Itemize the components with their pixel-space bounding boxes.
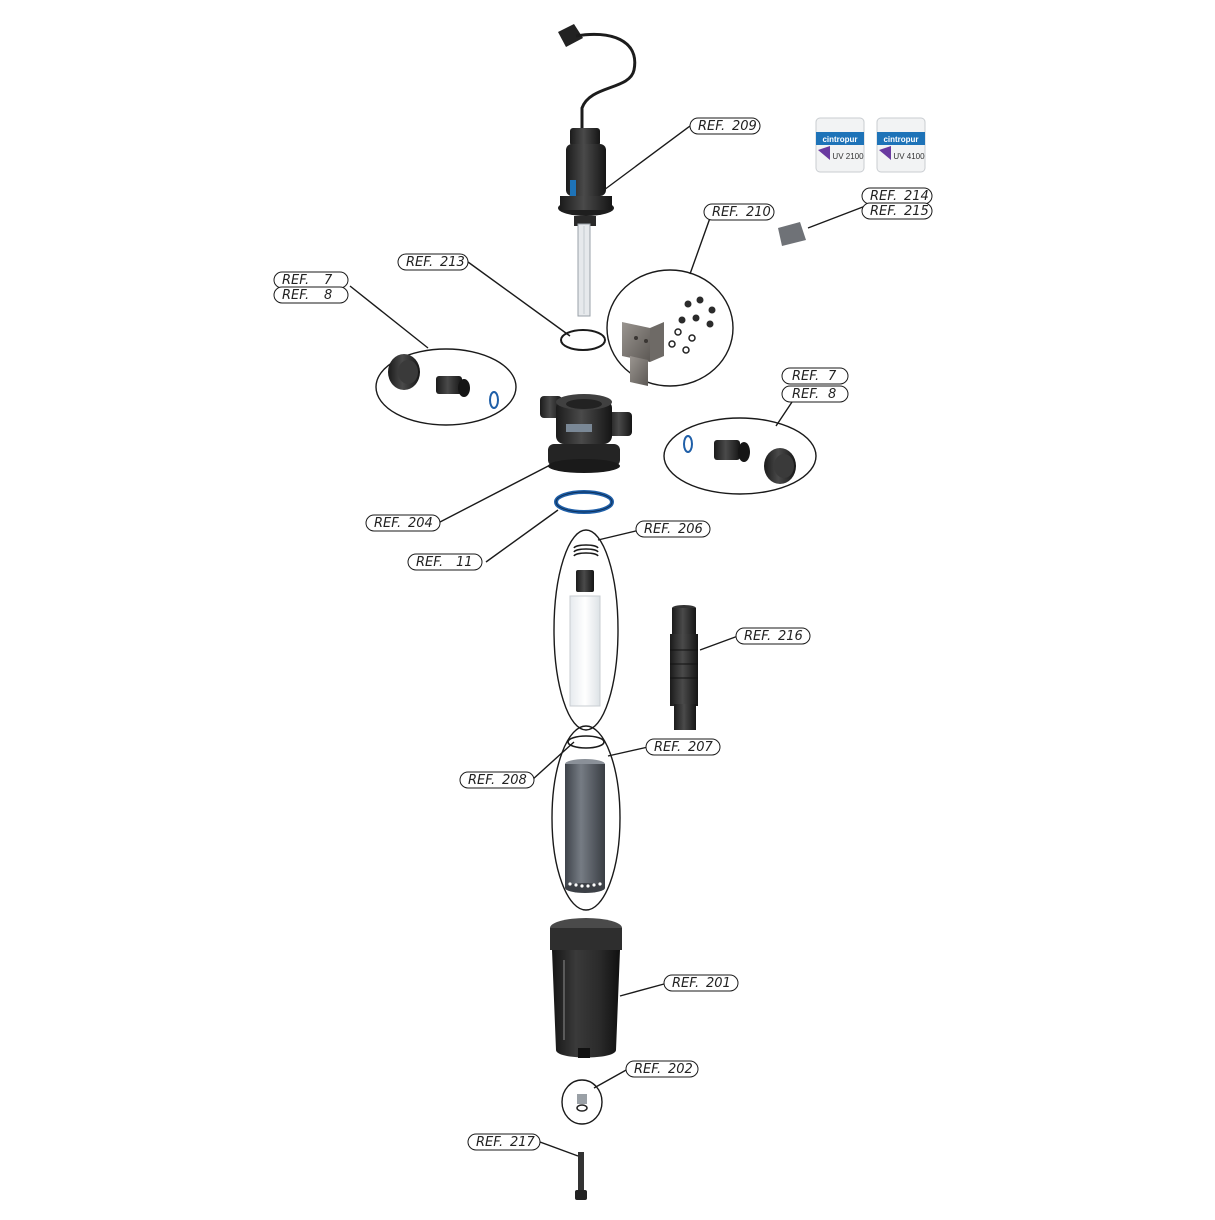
fitting-left-callout: [375, 348, 517, 426]
oring-blue-left: [489, 391, 499, 409]
svg-text:REF.: REF.: [712, 205, 739, 220]
ref-callout-201: REF. 201: [663, 974, 739, 992]
svg-text:REF.: REF.: [792, 387, 819, 402]
ref-callout-208: REF. 208: [459, 771, 535, 789]
svg-text:REF.: REF.: [468, 773, 495, 788]
ref-callout-204: REF. 204: [365, 514, 441, 532]
quartz-sleeve-callout: [553, 529, 619, 731]
ref-callout-216: REF. 216: [735, 627, 811, 645]
power-cable: [575, 32, 637, 130]
svg-text:209: 209: [732, 119, 757, 134]
quartz-sleeve: [569, 595, 601, 707]
fittings-right: [683, 435, 796, 484]
svg-text:REF.: REF.: [744, 629, 771, 644]
ref-callout-214: REF. 214: [861, 187, 933, 205]
ref-callout-209: REF. 209: [689, 117, 761, 135]
svg-text:REF.: REF.: [654, 740, 681, 755]
power-plug: [558, 24, 583, 47]
mounting-bracket: [622, 322, 664, 386]
svg-text:208: 208: [502, 773, 527, 788]
ref-callout-11: REF. 11: [407, 553, 483, 571]
extension-tube: [670, 605, 698, 730]
uv-lamp-assembly: [558, 24, 637, 317]
leader-lines: [349, 125, 869, 1157]
svg-text:REF.: REF.: [416, 555, 443, 570]
lamp-indicator: [570, 180, 576, 196]
bracket-kit-callout: [606, 269, 734, 387]
oring-208: [567, 735, 605, 749]
svg-text:11: 11: [456, 555, 473, 570]
filter-bowl: [550, 918, 622, 1058]
spring: [573, 544, 599, 557]
oring-213: [560, 329, 606, 351]
screw-set: [668, 296, 716, 354]
svg-text:214: 214: [904, 189, 929, 204]
lamp-cap: [570, 128, 600, 146]
svg-text:REF.: REF.: [282, 288, 309, 303]
ref-callout-210: REF. 210: [703, 203, 775, 221]
drain-valve: [576, 1094, 588, 1112]
fitting-right-callout: [663, 417, 817, 495]
ref-callout-7-right: REF. 7: [781, 367, 849, 385]
label-model-text: UV 2100: [832, 152, 864, 161]
ref-callout-8-right: REF. 8: [781, 385, 849, 403]
cartridge-callout: [551, 725, 621, 911]
ref-callout-7-left: REF. 7: [273, 271, 349, 289]
svg-text:REF.: REF.: [634, 1062, 661, 1077]
svg-text:REF.: REF.: [870, 189, 897, 204]
svg-text:REF.: REF.: [282, 273, 309, 288]
ref-callout-202: REF. 202: [625, 1060, 699, 1078]
arrow-left-icon: [818, 146, 830, 160]
ref-callout-206: REF. 206: [635, 520, 711, 538]
svg-text:207: 207: [688, 740, 714, 755]
svg-text:204: 204: [408, 516, 433, 531]
svg-text:REF.: REF.: [792, 369, 819, 384]
arrow-left-icon: [879, 146, 891, 160]
svg-text:REF.: REF.: [374, 516, 401, 531]
svg-text:7: 7: [324, 273, 333, 288]
svg-text:REF.: REF.: [644, 522, 671, 537]
ref-callout-207: REF. 207: [645, 738, 721, 756]
ref-callout-215: REF. 215: [861, 202, 933, 220]
svg-text:216: 216: [778, 629, 803, 644]
svg-text:215: 215: [904, 204, 929, 219]
svg-text:8: 8: [828, 387, 836, 402]
filter-head: [540, 394, 632, 473]
svg-text:213: 213: [440, 255, 465, 270]
drain-valve-callout: [561, 1079, 603, 1125]
svg-text:210: 210: [746, 205, 771, 220]
ref-callout-217: REF. 217: [467, 1133, 541, 1151]
product-label-uv4100: cintropur UV 4100: [876, 117, 926, 173]
svg-text:REF.: REF.: [698, 119, 725, 134]
filter-cartridge: [565, 759, 605, 893]
blank-sticker: [778, 222, 806, 246]
svg-text:201: 201: [706, 976, 731, 991]
ref-callout-213: REF. 213: [397, 253, 469, 271]
svg-text:REF.: REF.: [672, 976, 699, 991]
ref-callout-8-left: REF. 8: [273, 286, 349, 304]
svg-text:217: 217: [510, 1135, 536, 1150]
svg-text:REF.: REF.: [406, 255, 433, 270]
label-brand-text: cintropur: [883, 135, 918, 144]
svg-text:8: 8: [324, 288, 332, 303]
product-label-uv2100: cintropur UV 2100: [815, 117, 865, 173]
svg-text:202: 202: [668, 1062, 693, 1077]
fittings-left: [388, 354, 499, 409]
oring-blue-right: [683, 435, 693, 453]
drain-rod: [575, 1152, 587, 1200]
label-model-text: UV 4100: [893, 152, 925, 161]
svg-text:REF.: REF.: [476, 1135, 503, 1150]
svg-text:7: 7: [828, 369, 837, 384]
label-brand-text: cintropur: [822, 135, 857, 144]
svg-text:206: 206: [678, 522, 703, 537]
quartz-sleeve-kit: [569, 544, 601, 707]
svg-text:REF.: REF.: [870, 204, 897, 219]
